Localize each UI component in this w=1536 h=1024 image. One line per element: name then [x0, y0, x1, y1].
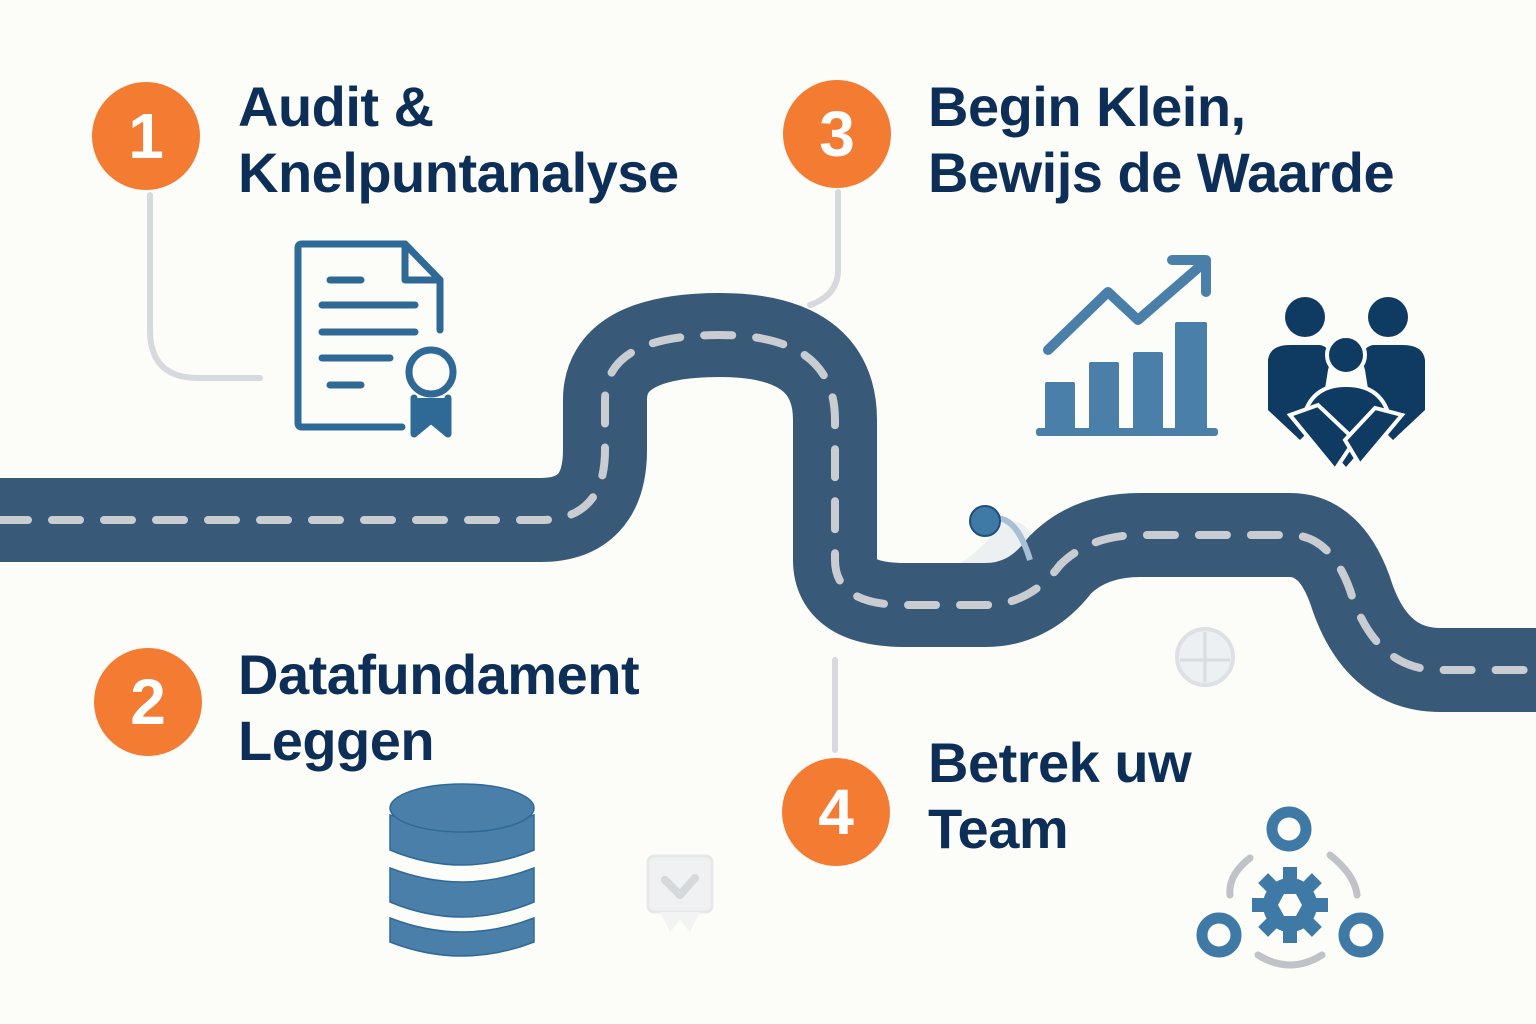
location-pin-icon [969, 505, 1033, 561]
step-2-number: 2 [130, 666, 166, 738]
step-3-badge: 3 [783, 80, 891, 188]
step-2-title-line2: Leggen [238, 709, 435, 772]
team-gear-network-icon [1196, 806, 1384, 969]
badge-check-icon [646, 854, 714, 932]
document-certificate-icon [294, 240, 457, 438]
compass-icon [1175, 627, 1235, 687]
step-4-number: 4 [818, 776, 854, 848]
step-4-title-line1: Betrek uw [928, 731, 1192, 794]
step-2-title-line1: Datafundament [238, 643, 640, 706]
step-3-title-line1: Begin Klein, [928, 75, 1246, 138]
road-center-dashes [0, 330, 1536, 674]
team-handshake-icon [1268, 297, 1425, 474]
step-2-title: Datafundament Leggen [238, 642, 640, 774]
step-3-title-line2: Bewijs de Waarde [928, 141, 1395, 204]
step-1-title-line1: Audit & [238, 75, 434, 138]
step-3-number: 3 [819, 98, 855, 170]
step-4-badge: 4 [782, 758, 890, 866]
connector-step-3 [807, 189, 841, 308]
connector-step-1 [147, 192, 263, 381]
step-4-title: Betrek uw Team [928, 730, 1192, 862]
step-4-title-line2: Team [928, 797, 1069, 860]
step-1-title-line2: Knelpuntanalyse [238, 141, 679, 204]
step-3-title: Begin Klein, Bewijs de Waarde [928, 74, 1395, 206]
growth-chart-icon [1036, 255, 1218, 436]
step-1-title: Audit & Knelpuntanalyse [238, 74, 679, 206]
database-icon [389, 783, 535, 957]
step-2-badge: 2 [94, 648, 202, 756]
step-1-number: 1 [128, 100, 164, 172]
step-1-badge: 1 [92, 82, 200, 190]
